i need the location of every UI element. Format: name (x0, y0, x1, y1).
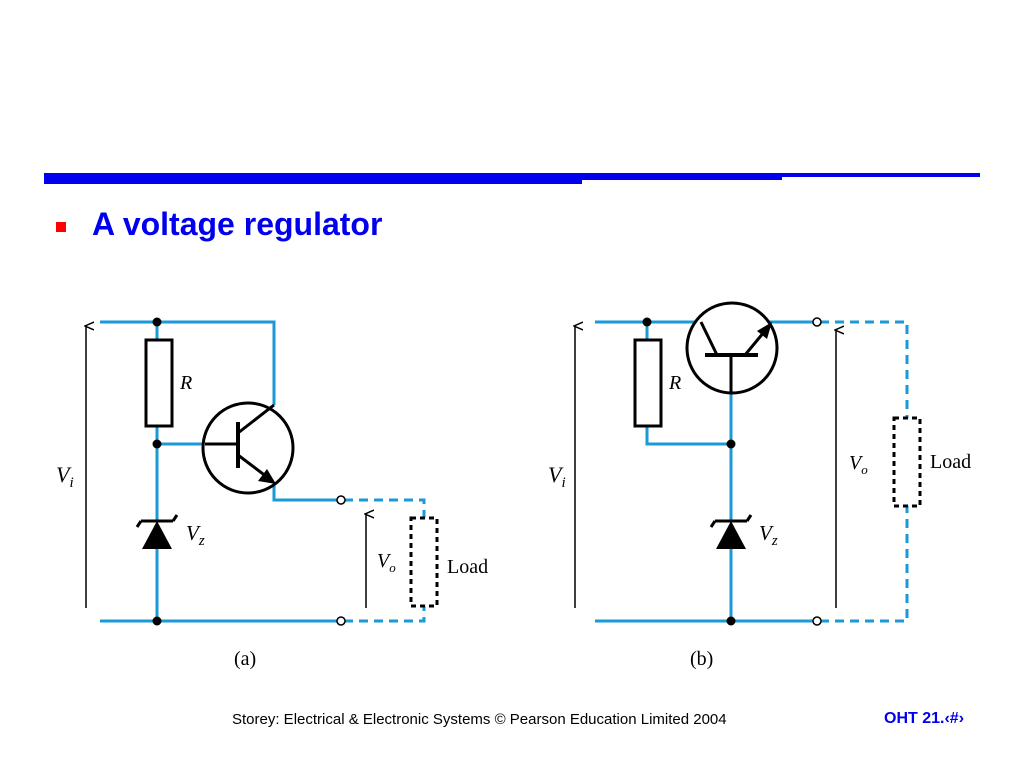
bullet-marker (56, 222, 66, 232)
caption-a: (a) (234, 648, 256, 670)
resistor-r-a (144, 338, 174, 428)
input-voltage-label-a: Vi (56, 462, 74, 491)
circuit-b-load-wires (820, 320, 909, 623)
title-rule-top (44, 173, 980, 177)
title-rule-bottom (44, 180, 582, 184)
transistor-b (685, 301, 779, 395)
junction-dots-b (642, 317, 736, 626)
zener-diode-b (709, 514, 753, 549)
load-b (892, 416, 922, 508)
output-voltage-label-b: Vo (849, 452, 868, 477)
circuit-a-load-wires (344, 498, 426, 623)
junction-dots-a (152, 317, 162, 626)
load-label-b: Load (930, 451, 971, 473)
output-terminals-a (336, 495, 346, 626)
output-voltage-label-a: Vo (377, 550, 396, 575)
resistor-label-a: R (179, 372, 192, 394)
resistor-r-b (633, 338, 663, 428)
circuit-b-wires (595, 320, 814, 623)
load-a (409, 516, 439, 608)
footer-copyright: Storey: Electrical & Electronic Systems … (232, 711, 727, 728)
slide-heading: A voltage regulator (92, 206, 383, 242)
circuit-a: Vi R Vz Vo Load (a) (56, 317, 488, 670)
zener-label-b: Vz (759, 521, 778, 549)
zener-diode-a (135, 514, 179, 549)
input-voltage-label-b: Vi (548, 462, 566, 491)
slide-number: OHT 21.‹#› (884, 710, 965, 727)
title-rule-middle (44, 177, 782, 180)
resistor-label-b: R (668, 372, 681, 394)
caption-b: (b) (690, 648, 713, 670)
transistor-a (201, 401, 295, 495)
zener-label-a: Vz (186, 521, 205, 549)
circuit-b: Vi R Vz Vo Load (b) (548, 301, 971, 670)
load-label-a: Load (447, 556, 488, 578)
output-terminals-b (812, 317, 822, 626)
